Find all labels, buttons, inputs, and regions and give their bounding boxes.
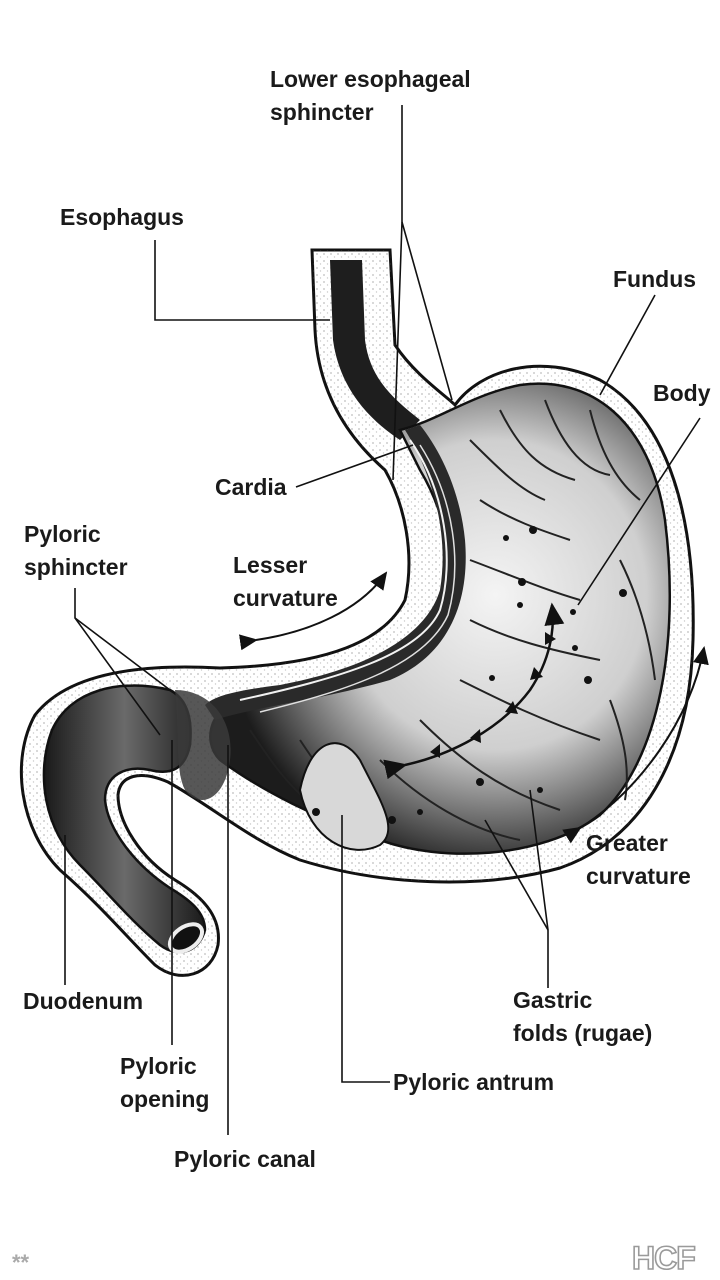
label-line: Duodenum	[23, 988, 144, 1014]
label-lower-esophageal-sphincter: Lower esophageal sphincter	[270, 63, 471, 129]
label-line: Esophagus	[60, 204, 184, 230]
label-pyloric-canal: Pyloric canal	[174, 1143, 316, 1176]
label-line: Body	[653, 380, 711, 406]
label-line: Lesser	[233, 552, 308, 578]
leader-pyloric-sphincter-2	[74, 617, 171, 691]
label-pyloric-sphincter: Pyloric sphincter	[24, 518, 128, 584]
leader-lower-esophageal-sphincter-2	[401, 221, 453, 401]
leader-esophagus	[154, 240, 330, 321]
label-line: Lower esophageal	[270, 66, 471, 92]
label-line: Pyloric	[120, 1053, 197, 1079]
esophagus-lumen	[330, 260, 420, 440]
leader-cardia	[295, 444, 414, 488]
pyloric-region	[175, 690, 231, 800]
leader-pyloric-antrum	[341, 815, 390, 1083]
label-greater-curvature: Greater curvature	[586, 827, 691, 893]
svg-text:HCF: HCF	[632, 1240, 695, 1274]
corner-mark: **	[12, 1250, 30, 1275]
greater-curvature-arrow	[562, 646, 709, 844]
leader-body	[577, 417, 701, 606]
pyloric-antrum-mound	[298, 742, 390, 851]
label-cardia: Cardia	[215, 471, 287, 504]
label-line: sphincter	[270, 99, 374, 125]
label-line: folds (rugae)	[513, 1020, 653, 1046]
label-line: sphincter	[24, 554, 128, 580]
label-pyloric-opening: Pyloric opening	[120, 1050, 209, 1116]
label-gastric-folds: Gastric folds (rugae)	[513, 984, 652, 1050]
label-line: Cardia	[215, 474, 287, 500]
leader-fundus	[599, 294, 656, 396]
label-lesser-curvature: Lesser curvature	[233, 549, 338, 615]
label-line: Pyloric canal	[174, 1146, 316, 1172]
stomach-illustration	[19, 248, 695, 977]
label-line: Pyloric antrum	[393, 1069, 555, 1095]
label-line: Greater	[586, 830, 668, 856]
label-line: Fundus	[613, 266, 697, 292]
label-duodenum: Duodenum	[23, 985, 143, 1018]
hcf-logo: HCF	[632, 1240, 697, 1274]
lesser-curvature-arrow	[238, 571, 388, 651]
label-pyloric-antrum: Pyloric antrum	[393, 1066, 554, 1099]
label-line: Gastric	[513, 987, 593, 1013]
label-esophagus: Esophagus	[60, 201, 184, 234]
label-line: Pyloric	[24, 521, 101, 547]
peristalsis-arrowheads	[430, 632, 556, 758]
label-line: curvature	[586, 863, 691, 889]
label-fundus: Fundus	[613, 263, 696, 296]
leader-gastric-folds-2	[484, 819, 549, 931]
label-body: Body	[653, 377, 711, 410]
leader-lines	[64, 105, 701, 1135]
duodenum-tube	[42, 684, 207, 954]
label-line: opening	[120, 1086, 210, 1112]
peristalsis-path	[383, 602, 565, 780]
label-line: curvature	[233, 585, 338, 611]
